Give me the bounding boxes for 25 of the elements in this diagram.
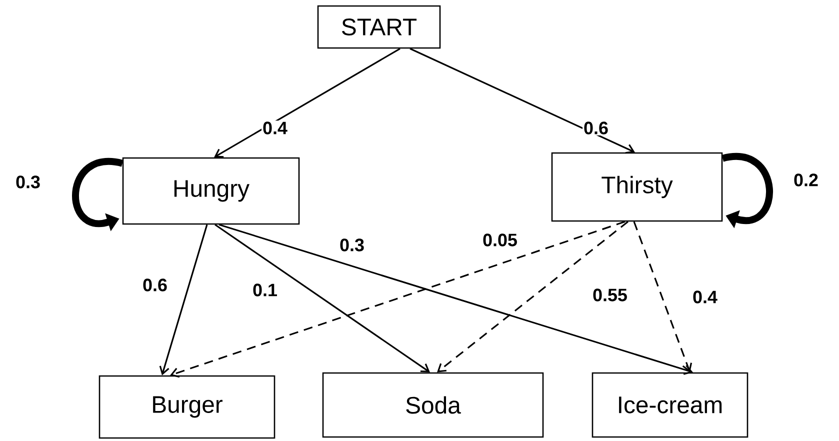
- state-box: Burger: [98, 375, 276, 439]
- arrow: [218, 224, 693, 375]
- self-loop-arrow: [722, 153, 773, 228]
- edge-label: 0.3: [338, 238, 366, 252]
- edge-label: 0.4: [262, 120, 288, 136]
- arrow: [437, 221, 628, 372]
- state-box: Thirsty: [551, 152, 723, 222]
- state-box: Ice-cream: [592, 372, 748, 438]
- edge-label: 0.05: [482, 232, 518, 248]
- edge-label: 0.6: [142, 278, 168, 292]
- arrow: [410, 48, 635, 154]
- arrow: [170, 220, 626, 378]
- arrow: [159, 224, 208, 376]
- edge-label: 0.6: [582, 120, 610, 136]
- arrow: [214, 224, 430, 372]
- arrow: [214, 48, 400, 158]
- edge-label: 0.1: [252, 282, 278, 298]
- edge-label: 0.55: [592, 288, 628, 302]
- arrow: [633, 221, 692, 372]
- state-box: Hungry: [122, 157, 300, 225]
- state-box: Soda: [322, 372, 544, 438]
- edge-label: 0.2: [792, 172, 820, 188]
- state-box: START: [317, 5, 441, 49]
- edge-label: 0.4: [692, 290, 718, 304]
- edge-label: 0.3: [14, 174, 42, 190]
